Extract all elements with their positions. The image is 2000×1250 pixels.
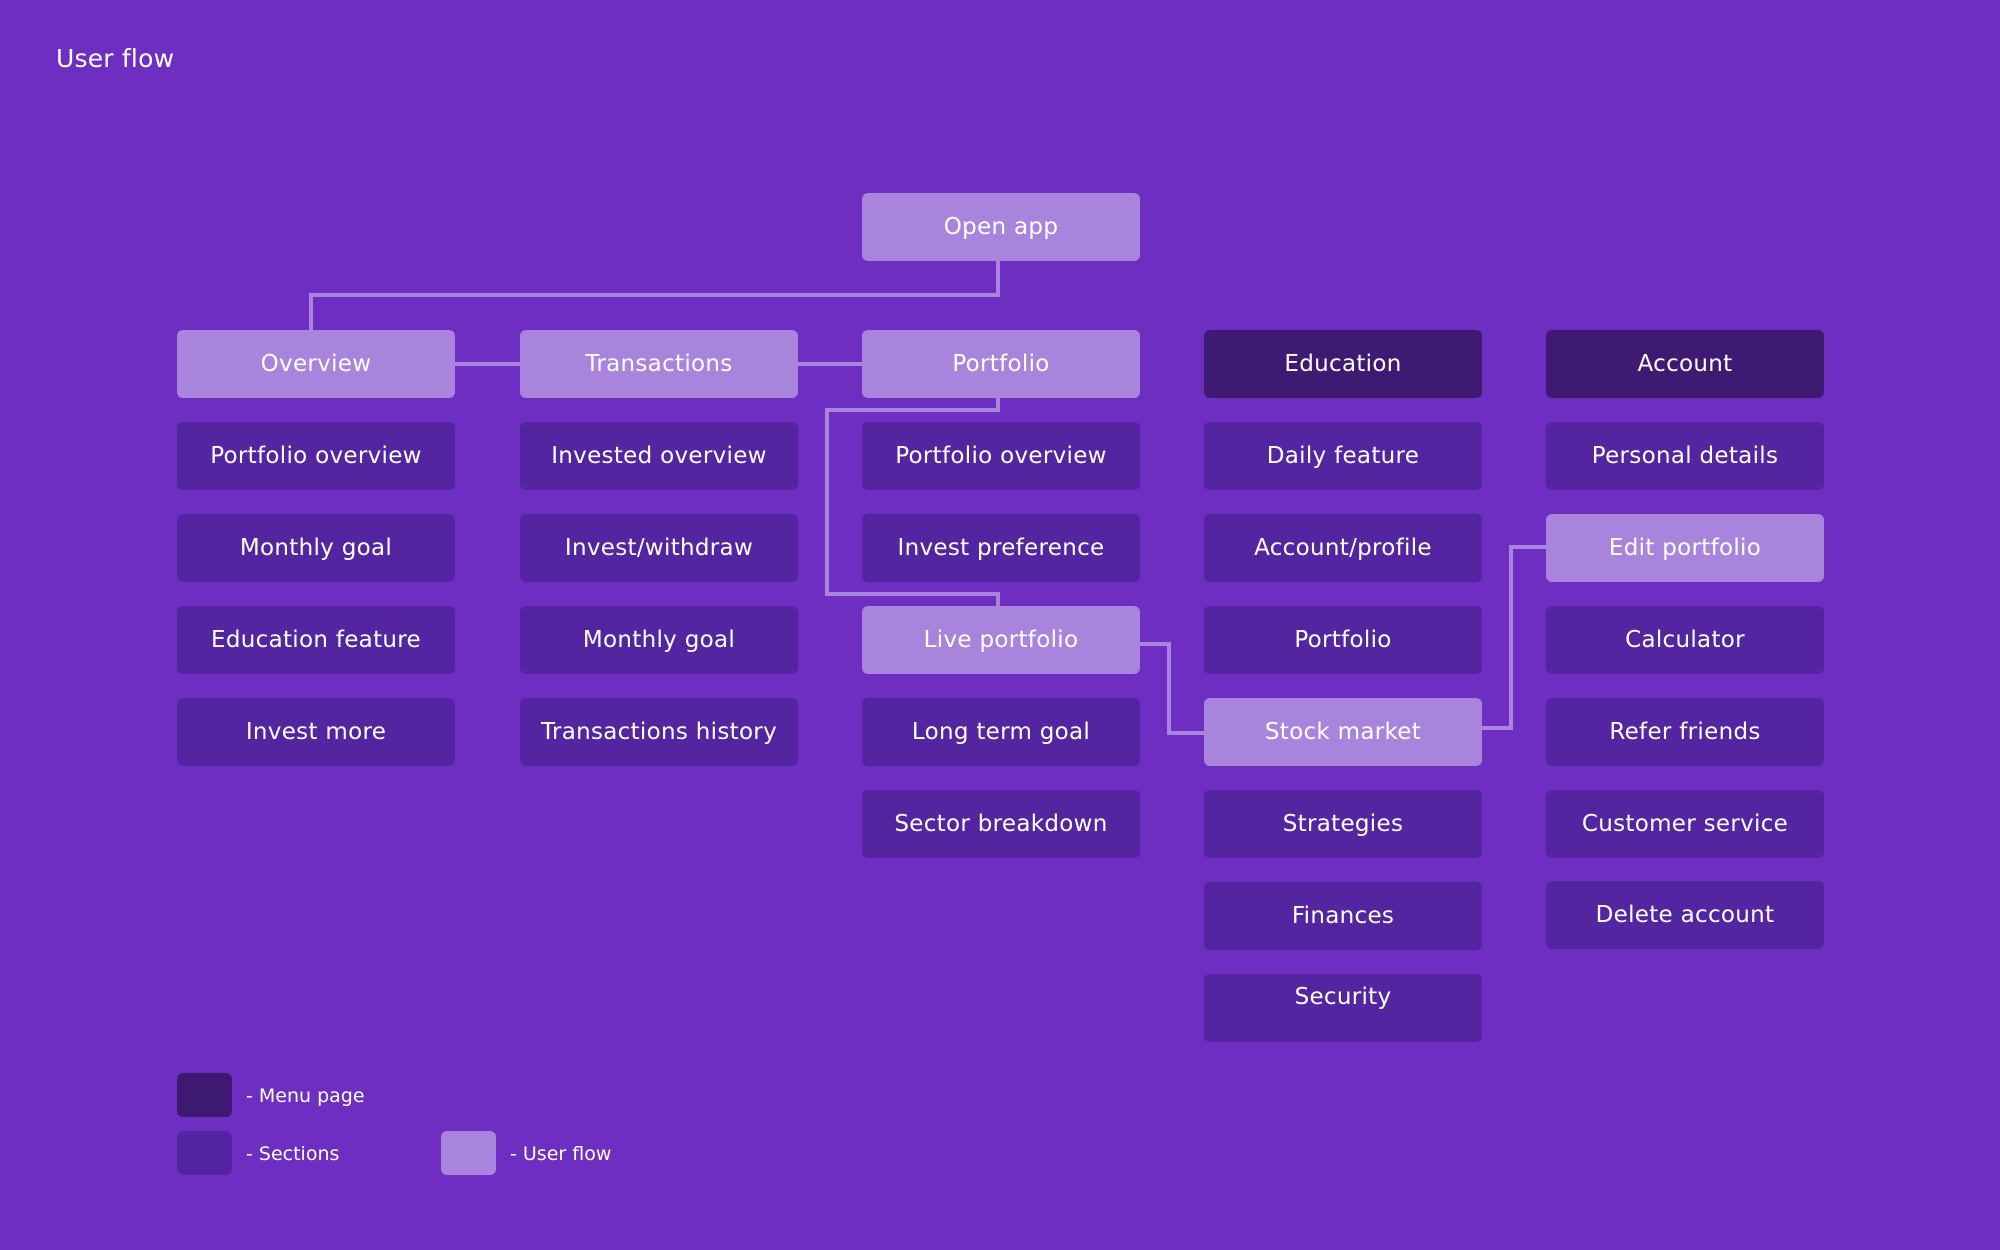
node-label: Overview [260,351,372,377]
node-label: Education feature [211,627,421,653]
node-label: Portfolio overview [210,443,422,469]
node-label: Portfolio [952,351,1050,377]
node-label: Portfolio [1294,627,1392,653]
node-label: Open app [943,214,1059,240]
node-label: Invested overview [551,443,767,469]
node-label: Account/profile [1254,535,1432,561]
node-label: Security [1294,984,1392,1010]
portfolio-node[interactable]: Portfolio [862,330,1140,398]
node-label: Monthly goal [239,535,393,561]
section-invest-more[interactable]: Invest more [177,698,455,766]
connector-openapp-overview [309,260,1000,330]
node-label: Strategies [1282,811,1404,837]
node-label: Customer service [1581,811,1789,837]
connector-stockmarket-editportfolio [1481,545,1546,730]
section-invested-overview[interactable]: Invested overview [520,422,798,490]
section-long-term-goal[interactable]: Long term goal [862,698,1140,766]
section-monthly-goal[interactable]: Monthly goal [177,514,455,582]
node-label: Monthly goal [582,627,736,653]
legend-user-flow-label: - User flow [510,1143,612,1165]
edit-portfolio-node[interactable]: Edit portfolio [1546,514,1824,582]
section-education-feature[interactable]: Education feature [177,606,455,674]
node-label: Invest preference [897,535,1105,561]
section-delete-account[interactable]: Delete account [1546,881,1824,949]
section-refer-friends[interactable]: Refer friends [1546,698,1824,766]
node-label: Transactions [585,351,733,377]
node-label: Account [1637,351,1733,377]
section-daily-feature[interactable]: Daily feature [1204,422,1482,490]
connector-portfolio-liveportfolio [825,398,1000,606]
section-portfolio[interactable]: Portfolio [1204,606,1482,674]
node-label: Sector breakdown [894,811,1108,837]
connector-liveportfolio-stockmarket [1140,642,1204,735]
section-sector-breakdown[interactable]: Sector breakdown [862,790,1140,858]
section-customer-service[interactable]: Customer service [1546,790,1824,858]
page-title: User flow [56,44,175,73]
section-finances[interactable]: Finances [1204,882,1482,950]
node-label: Invest/withdraw [564,535,754,561]
legend-menu-page-label: - Menu page [246,1085,365,1107]
legend-user-flow-swatch [441,1131,496,1175]
overview-node[interactable]: Overview [177,330,455,398]
section-strategies[interactable]: Strategies [1204,790,1482,858]
node-label: Daily feature [1266,443,1420,469]
section-monthly-goal[interactable]: Monthly goal [520,606,798,674]
node-label: Transactions history [541,719,777,745]
transactions-node[interactable]: Transactions [520,330,798,398]
open-app-node[interactable]: Open app [862,193,1140,261]
node-label: Edit portfolio [1608,535,1762,561]
node-label: Invest more [245,719,387,745]
node-label: Live portfolio [923,627,1079,653]
live-portfolio-node[interactable]: Live portfolio [862,606,1140,674]
node-label: Refer friends [1609,719,1761,745]
section-transactions-history[interactable]: Transactions history [520,698,798,766]
node-label: Education [1284,351,1402,377]
node-label: Delete account [1595,902,1775,928]
section-calculator[interactable]: Calculator [1546,606,1824,674]
section-account-profile[interactable]: Account/profile [1204,514,1482,582]
section-personal-details[interactable]: Personal details [1546,422,1824,490]
section-portfolio-overview[interactable]: Portfolio overview [862,422,1140,490]
node-label: Portfolio overview [895,443,1107,469]
node-label: Long term goal [911,719,1091,745]
node-label: Finances [1291,903,1395,929]
legend-sections-swatch [177,1131,232,1175]
section-security[interactable]: Security [1204,974,1482,1042]
node-label: Calculator [1625,627,1745,653]
section-invest-withdraw[interactable]: Invest/withdraw [520,514,798,582]
node-label: Stock market [1264,719,1422,745]
section-invest-preference[interactable]: Invest preference [862,514,1140,582]
legend-menu-page-swatch [177,1073,232,1117]
legend-sections-label: - Sections [246,1143,340,1165]
stock-market-node[interactable]: Stock market [1204,698,1482,766]
section-portfolio-overview[interactable]: Portfolio overview [177,422,455,490]
account-menu-node[interactable]: Account [1546,330,1824,398]
education-menu-node[interactable]: Education [1204,330,1482,398]
node-label: Personal details [1591,443,1779,469]
